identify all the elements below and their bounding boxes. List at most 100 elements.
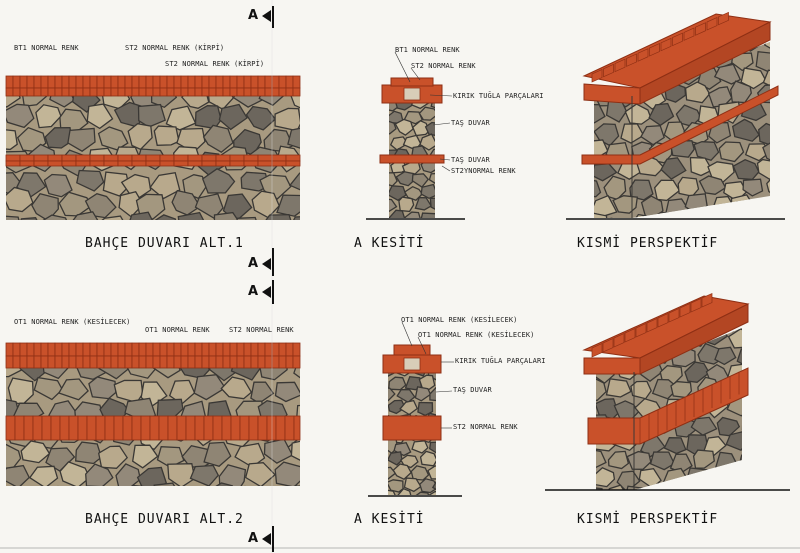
stone bbox=[132, 484, 145, 486]
brick bbox=[68, 415, 79, 441]
stone bbox=[20, 217, 38, 220]
brick bbox=[75, 160, 91, 167]
brick bbox=[201, 342, 210, 357]
brick bbox=[243, 87, 252, 97]
brick bbox=[113, 415, 124, 441]
wall1-brick-cap bbox=[5, 75, 301, 97]
stone bbox=[274, 381, 300, 403]
persp2-bricks bbox=[582, 293, 750, 490]
brick bbox=[89, 75, 98, 89]
brick bbox=[12, 87, 21, 97]
brick bbox=[222, 355, 231, 369]
sec2-label-ot1-2: OT1 NORMAL RENK (KESİLECEK) bbox=[418, 331, 535, 339]
brick bbox=[284, 415, 295, 441]
brick bbox=[131, 355, 140, 369]
stone bbox=[129, 211, 153, 220]
stone bbox=[42, 214, 68, 220]
brick bbox=[293, 415, 301, 441]
brick bbox=[243, 154, 259, 162]
sec1-label-kirik: KIRIK TUĞLA PARÇALARI bbox=[453, 92, 544, 100]
stone bbox=[388, 479, 404, 493]
label-st2-kirpi-1: ST2 NORMAL RENK (KİRPİ) bbox=[125, 44, 225, 52]
brick bbox=[271, 342, 280, 357]
stone bbox=[603, 42, 630, 52]
brick bbox=[5, 342, 14, 357]
brick bbox=[14, 415, 25, 441]
stone bbox=[612, 195, 639, 214]
brick bbox=[40, 75, 49, 89]
brick bbox=[152, 355, 161, 369]
brick bbox=[229, 160, 245, 167]
brick bbox=[278, 342, 287, 357]
section1-bricks bbox=[379, 77, 445, 164]
stone bbox=[779, 89, 800, 107]
brick bbox=[201, 87, 210, 97]
stone bbox=[57, 485, 59, 486]
stone bbox=[676, 213, 701, 218]
stone bbox=[304, 194, 334, 216]
brick bbox=[229, 355, 238, 369]
brick bbox=[187, 342, 196, 357]
stone bbox=[727, 328, 742, 349]
brick bbox=[89, 154, 105, 162]
stone bbox=[776, 126, 800, 144]
stone bbox=[715, 483, 740, 490]
stone bbox=[76, 169, 105, 192]
stone bbox=[389, 120, 397, 135]
stone bbox=[778, 196, 799, 213]
brick bbox=[124, 87, 133, 97]
stone bbox=[424, 121, 435, 137]
brick bbox=[152, 75, 161, 89]
brick bbox=[278, 75, 287, 89]
stone bbox=[115, 463, 142, 486]
leader-line bbox=[432, 122, 451, 126]
brick bbox=[41, 415, 52, 441]
leader-line bbox=[410, 67, 421, 81]
brick bbox=[187, 355, 196, 369]
brick bbox=[145, 154, 161, 162]
leader-line bbox=[429, 94, 453, 97]
stone bbox=[287, 127, 300, 149]
stone bbox=[154, 214, 177, 220]
brick bbox=[5, 355, 14, 369]
stone bbox=[33, 376, 64, 401]
stone bbox=[17, 488, 45, 512]
stone bbox=[403, 477, 422, 493]
stone bbox=[304, 384, 329, 404]
brick bbox=[649, 43, 660, 57]
stone bbox=[698, 175, 727, 195]
brick bbox=[173, 75, 182, 89]
section-cut-line bbox=[272, 248, 274, 276]
brick bbox=[250, 87, 259, 97]
stone bbox=[713, 63, 742, 85]
stone bbox=[397, 487, 412, 495]
stone bbox=[701, 468, 727, 490]
stone bbox=[220, 376, 253, 400]
brick bbox=[145, 87, 154, 97]
brick bbox=[626, 53, 637, 67]
brick bbox=[215, 160, 231, 167]
stone bbox=[28, 465, 59, 486]
stone bbox=[418, 106, 435, 121]
stone bbox=[259, 174, 292, 200]
brick bbox=[145, 160, 161, 167]
stone bbox=[690, 416, 718, 436]
brick bbox=[89, 355, 98, 369]
stone bbox=[177, 211, 205, 220]
brick bbox=[194, 342, 203, 357]
brick bbox=[221, 415, 232, 441]
stone bbox=[694, 488, 719, 490]
stone bbox=[292, 216, 300, 220]
sec1-label-tas-2: TAŞ DUVAR bbox=[451, 156, 490, 164]
persp-cap-front bbox=[583, 357, 641, 375]
brick bbox=[215, 75, 224, 89]
brick bbox=[278, 87, 287, 97]
stone bbox=[232, 96, 264, 108]
section-marker-a-4: A bbox=[248, 531, 259, 546]
section-arrow-icon bbox=[262, 533, 271, 545]
brick bbox=[19, 342, 28, 357]
brick bbox=[173, 154, 189, 162]
brick bbox=[89, 87, 98, 97]
brick bbox=[230, 415, 241, 441]
